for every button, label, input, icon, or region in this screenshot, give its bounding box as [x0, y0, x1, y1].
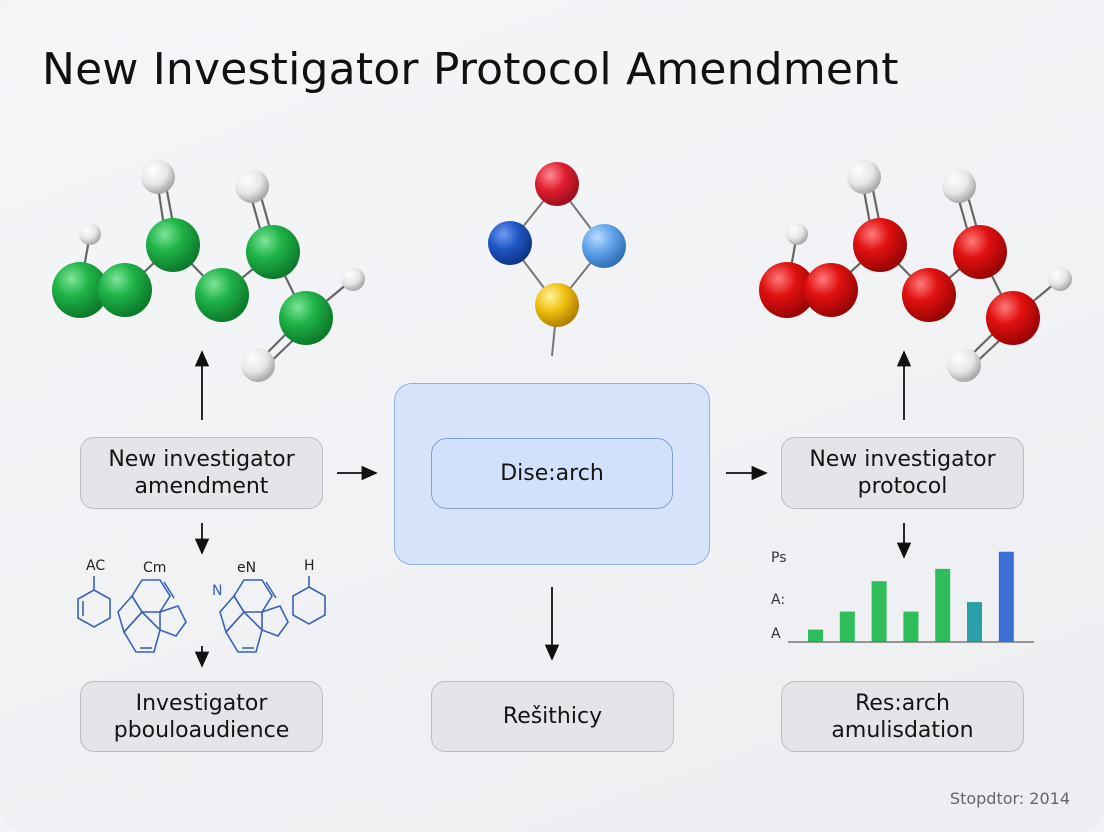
green-molecule-atoms	[52, 160, 365, 382]
footer-note: Stopdtor: 2014	[949, 789, 1070, 808]
mini-chart-axis-label-ps: Ps	[771, 550, 787, 566]
mini-chart-bar-4	[903, 611, 919, 642]
chemical-structures	[77, 576, 326, 653]
chem-label-h: H	[304, 558, 315, 574]
center-molecule	[509, 183, 605, 357]
center-molecule-atoms	[488, 162, 626, 327]
mini-bar-chart	[788, 551, 1034, 643]
mini-chart-bar-1	[808, 629, 823, 642]
mini-chart-bar-3	[871, 581, 887, 642]
box-center-bottom: Rešithicy	[431, 681, 674, 752]
chem-label-ac: AC	[86, 558, 106, 574]
chem-label-en: eN	[237, 560, 257, 576]
connector-arrows	[194, 350, 912, 668]
mini-chart-axis-label-a1: A:	[771, 592, 786, 608]
box-research-amulisdation: Res:arch amulisdation	[781, 681, 1024, 752]
box-center-disearch: Dise:arch	[431, 438, 673, 509]
chem-label-n: N	[212, 583, 223, 599]
chem-label-cm: Cm	[143, 560, 167, 576]
box-new-investigator-protocol: New investigator protocol	[781, 437, 1024, 509]
page-title: New Investigator Protocol Amendment	[42, 44, 899, 95]
mini-chart-bar-6	[967, 602, 982, 642]
mini-chart-bar-2	[839, 611, 855, 642]
mini-chart-bar-5	[935, 568, 951, 642]
mini-chart-axis-label-a2: A	[771, 626, 781, 642]
box-investigator-audience: Investigator pbouloaudience	[80, 681, 323, 752]
red-molecule-atoms	[759, 160, 1072, 382]
box-new-investigator-amendment: New investigator amendment	[80, 437, 323, 509]
mini-chart-bar-7	[998, 551, 1014, 642]
